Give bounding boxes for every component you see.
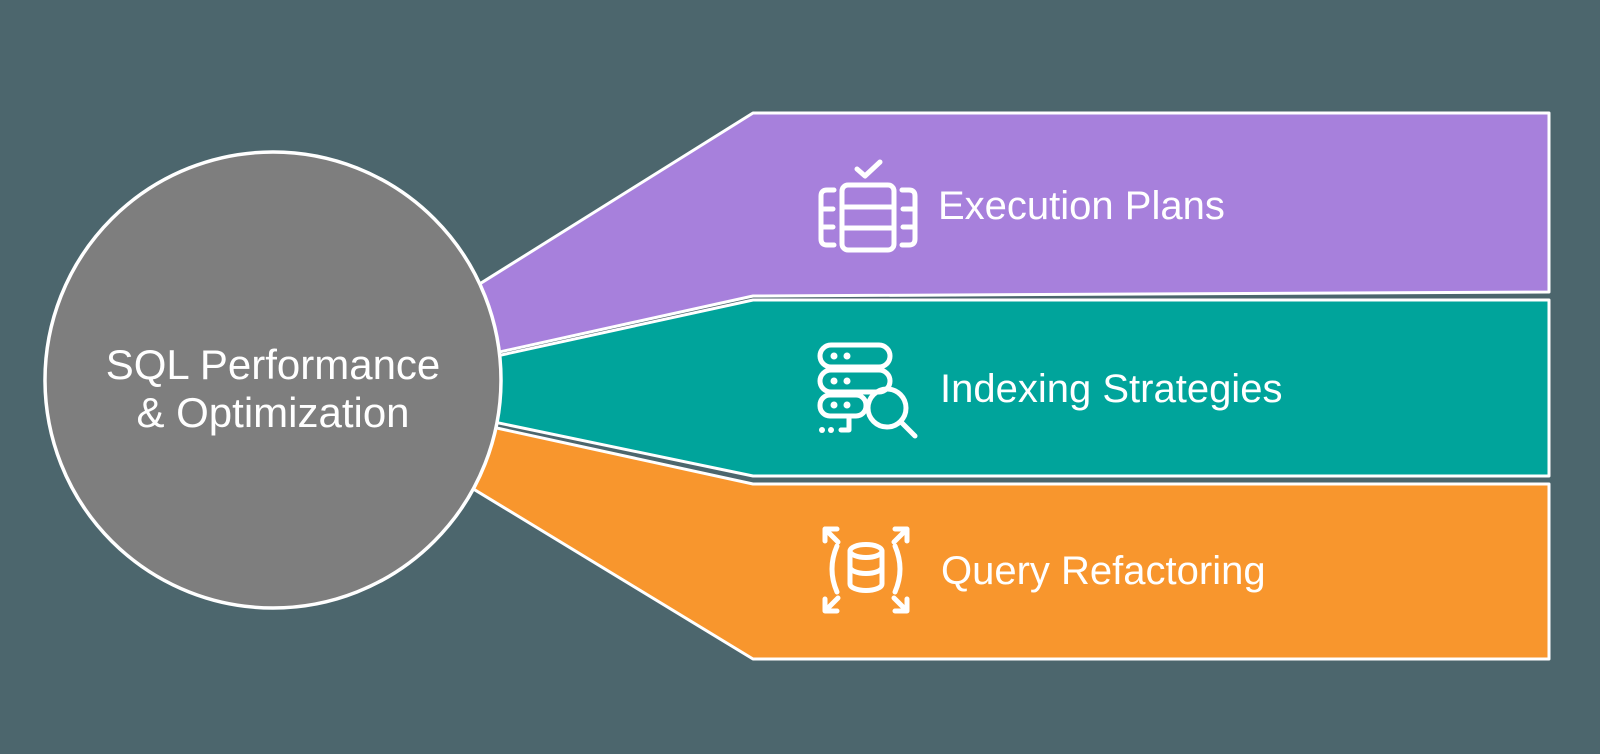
arrow-bottom-right [891, 595, 910, 614]
hub-title-line2: & Optimization [136, 389, 409, 436]
server-led [830, 401, 838, 409]
paren-left [829, 543, 840, 595]
table-body [839, 182, 897, 253]
cylinder-body [847, 548, 885, 593]
branch-label-indexing-strategies: Indexing Strategies [940, 367, 1282, 411]
server-search-icon [817, 342, 918, 439]
hub-title-line1: SQL Performance [106, 341, 441, 388]
server-led [843, 401, 851, 409]
checkmark-glyph [854, 159, 883, 179]
server-row-1 [817, 342, 893, 370]
server-led [843, 352, 851, 360]
cylinder-band-1 [847, 564, 885, 576]
server-led [830, 352, 838, 360]
connector-elbow [838, 415, 852, 433]
hub-circle [43, 150, 503, 610]
database-expand-icon [822, 526, 910, 614]
paren-right [892, 543, 903, 595]
magnifier-lens [865, 386, 909, 430]
arrow-top-left [822, 526, 841, 545]
connector-dot [819, 427, 825, 433]
magnifier-handle [898, 419, 918, 439]
table-right-bracket [899, 187, 918, 248]
branch-label-execution-plans: Execution Plans [938, 184, 1225, 228]
table-left-bracket [818, 187, 837, 248]
server-led [843, 377, 851, 385]
server-row-2 [817, 367, 893, 395]
arrow-bottom-left [822, 595, 841, 614]
table-check-icon [818, 159, 918, 253]
connector-dot [828, 427, 834, 433]
arrow-top-right [891, 526, 910, 545]
server-led [830, 377, 838, 385]
branch-label-query-refactoring: Query Refactoring [941, 549, 1266, 593]
